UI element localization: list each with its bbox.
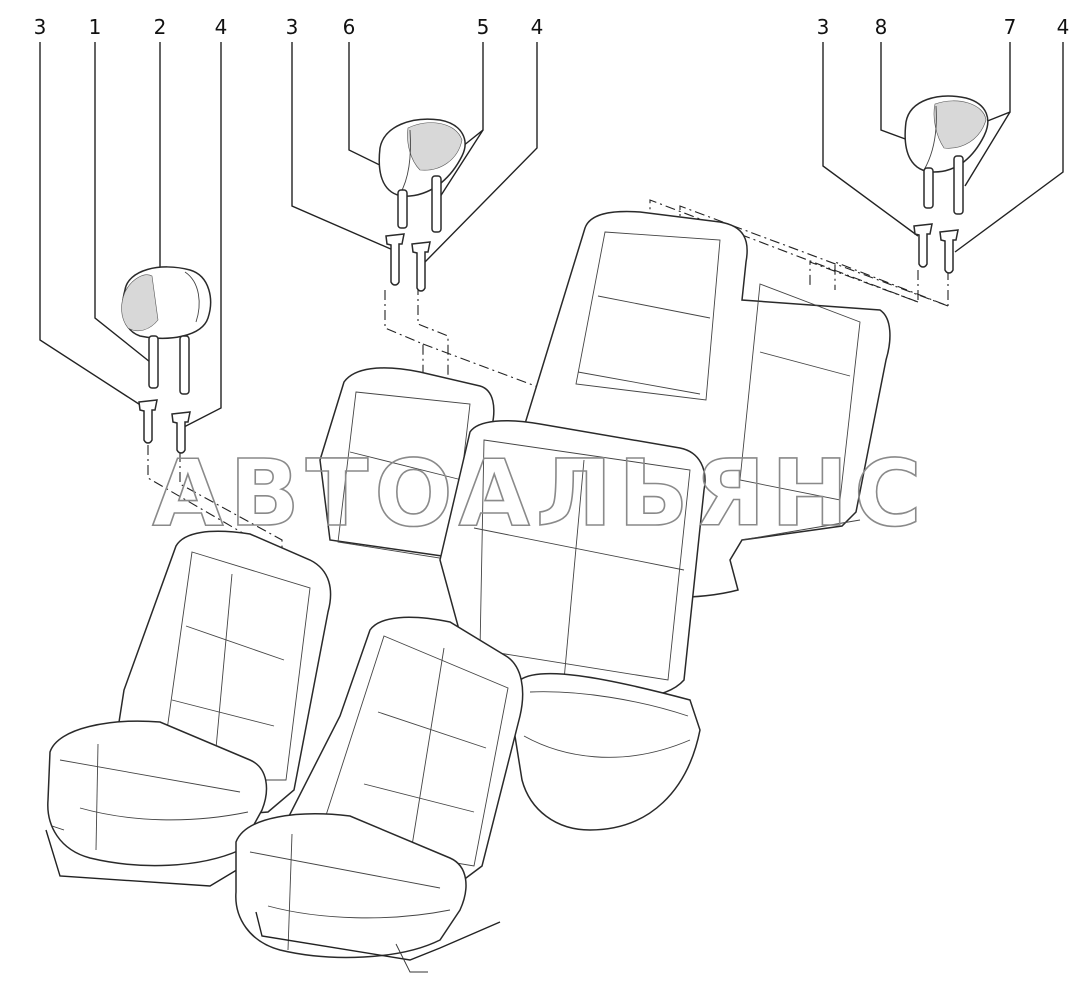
callout-left-2: 2 (154, 15, 167, 39)
guide-sleeves-right (913, 223, 959, 274)
leader-left-1 (94, 42, 151, 363)
headrest-rod-right (431, 175, 442, 233)
leader-right-7a (984, 42, 1011, 123)
leader-left-3 (39, 42, 146, 409)
headrest-rod-left (148, 335, 159, 389)
headrest-rod-right (179, 335, 190, 395)
callout-mid-6: 6 (343, 15, 356, 39)
callout-mid-4: 4 (531, 15, 544, 39)
headrest-rod-right (953, 155, 964, 215)
rear-headrest-outer (378, 118, 466, 233)
rear-headrest-center (904, 95, 989, 215)
front-headrest-left (121, 266, 212, 395)
watermark-text: АВТОАЛЬЯНС (152, 440, 927, 547)
callout-labels: 3 1 2 4 3 6 5 4 3 8 7 4 (34, 15, 1070, 39)
callout-mid-3: 3 (286, 15, 299, 39)
headrest-rod-left (397, 189, 408, 229)
callout-mid-5: 5 (477, 15, 490, 39)
callout-left-1: 1 (89, 15, 102, 39)
guide-sleeves-left (138, 399, 191, 454)
leader-mid-5b (437, 129, 484, 201)
callout-left-3: 3 (34, 15, 47, 39)
rear-seat-bench (319, 210, 891, 831)
callout-right-7: 7 (1004, 15, 1017, 39)
front-seat-right (235, 616, 524, 973)
front-seat-left (45, 530, 332, 887)
callout-left-4: 4 (215, 15, 228, 39)
callout-right-8: 8 (875, 15, 888, 39)
leader-right-8 (880, 42, 909, 141)
leader-right-7b (964, 111, 1011, 187)
guide-sleeves-middle (385, 233, 431, 292)
headrest-rod-left (923, 167, 934, 209)
leader-right-3 (822, 42, 919, 237)
leader-lines (39, 42, 1064, 429)
leader-mid-3 (291, 42, 394, 251)
callout-right-4: 4 (1057, 15, 1070, 39)
callout-right-3: 3 (817, 15, 830, 39)
leader-mid-6 (348, 42, 391, 171)
leader-right-4 (954, 42, 1064, 253)
leader-left-4 (181, 42, 222, 429)
leader-mid-4 (424, 42, 538, 263)
